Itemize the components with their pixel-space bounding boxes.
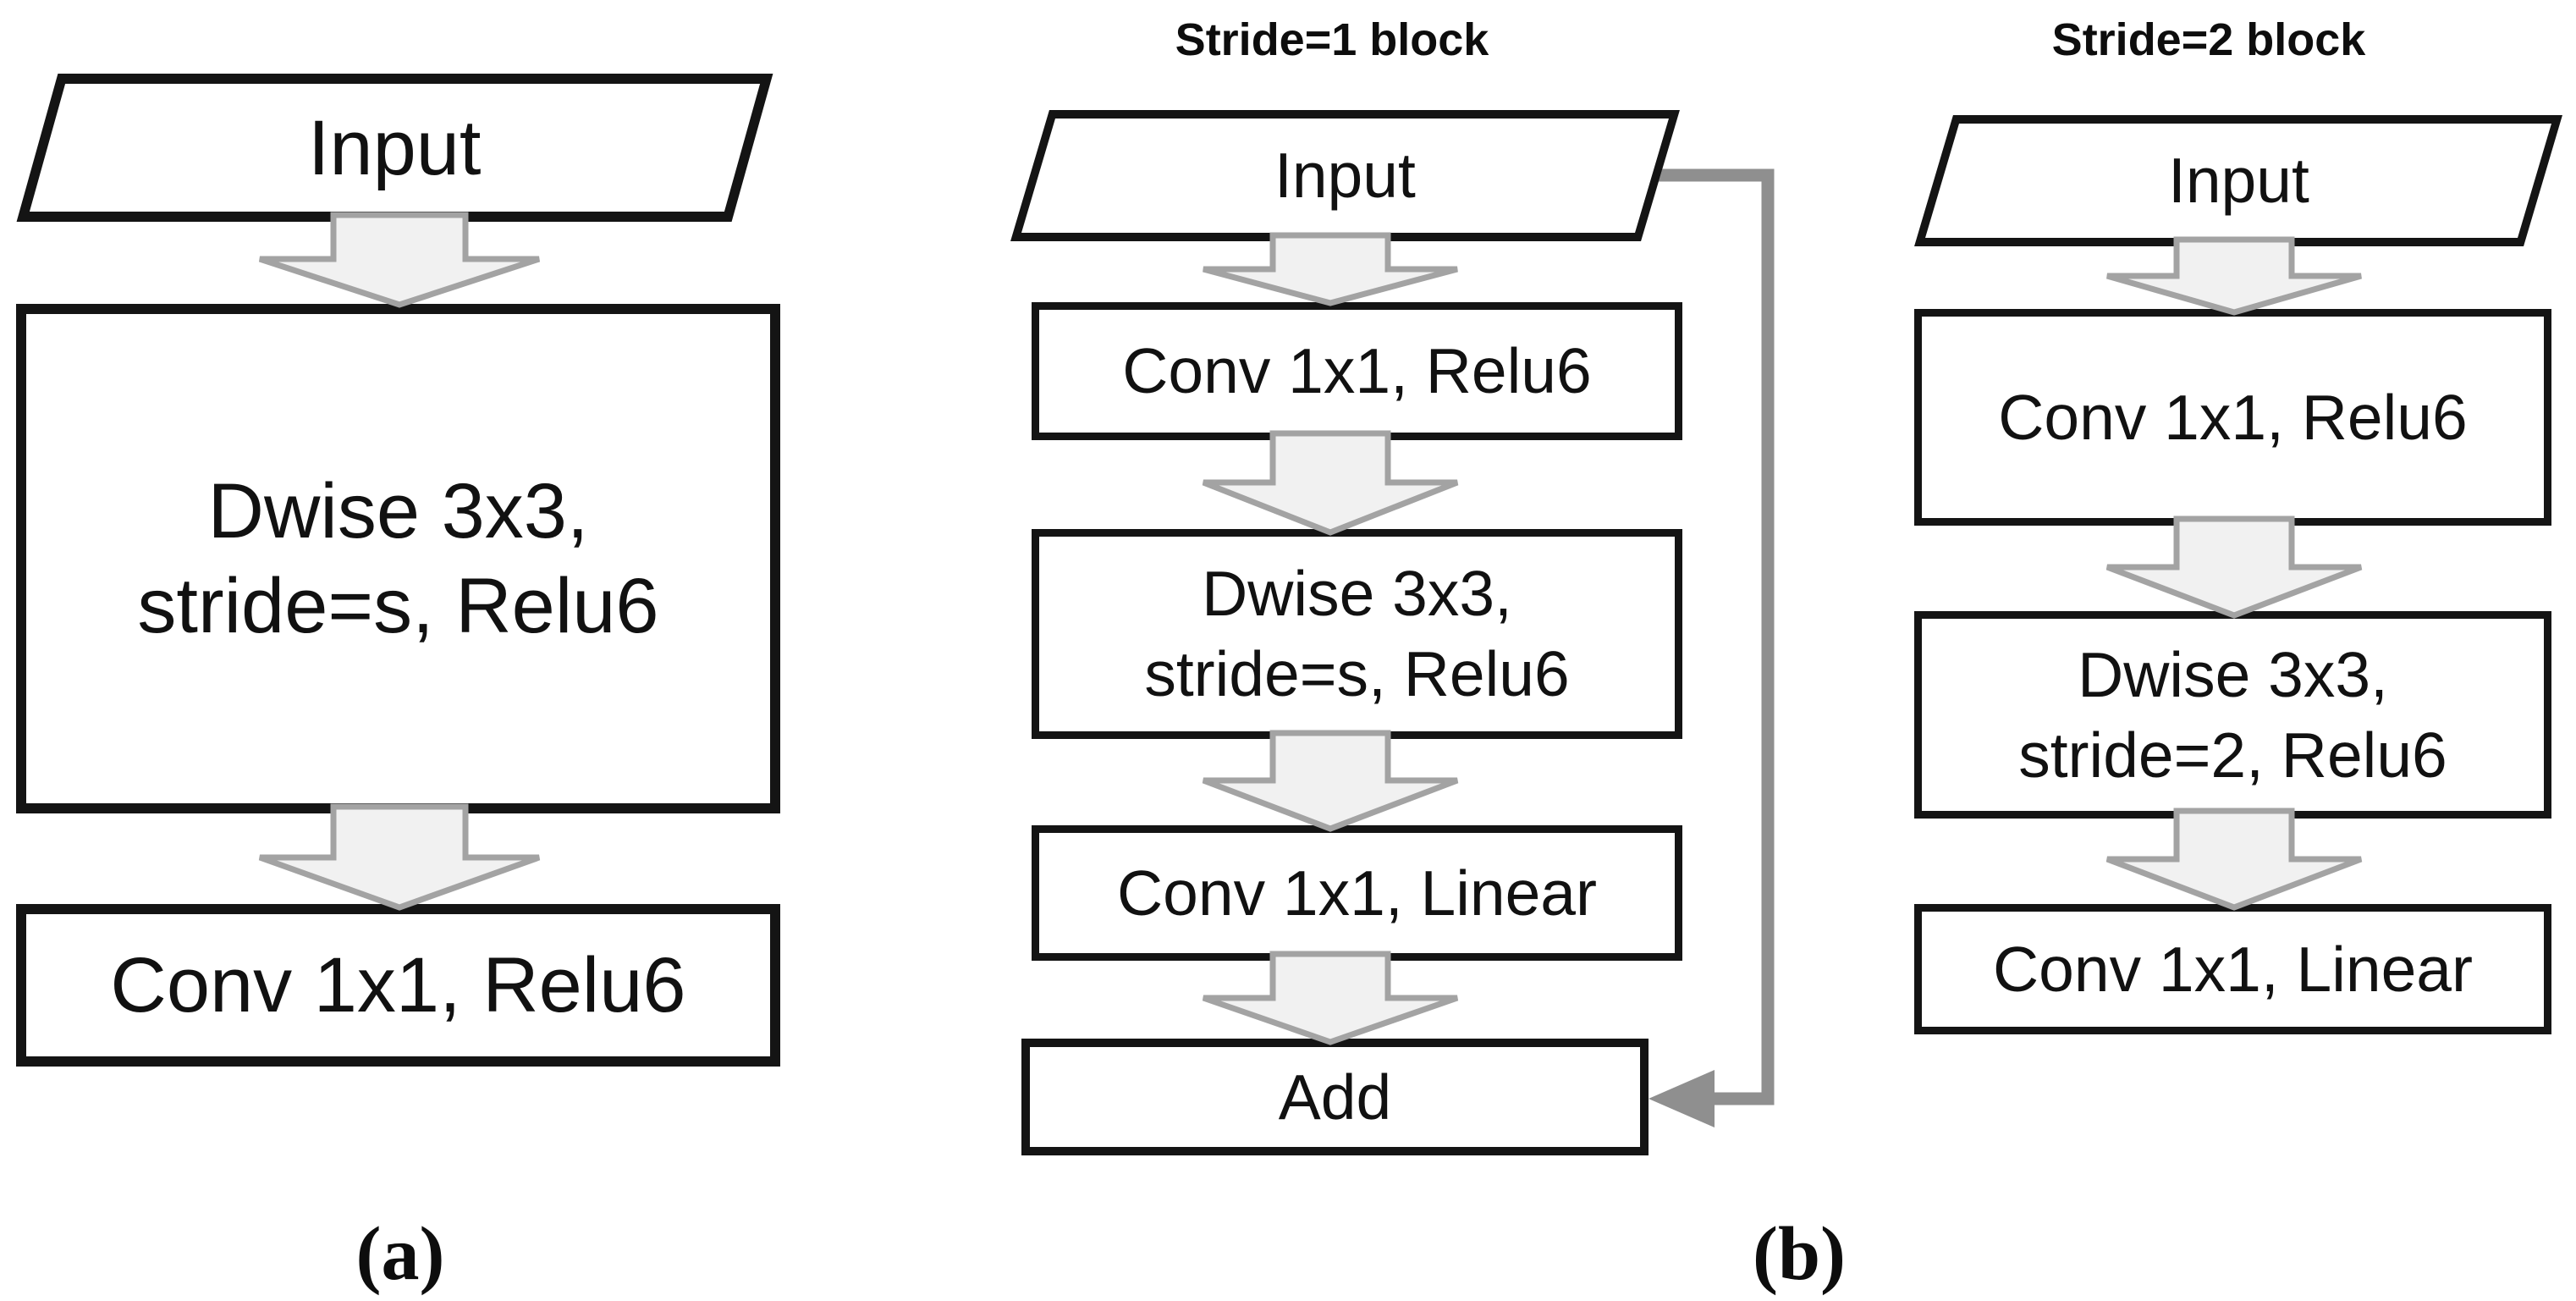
- stride1-input-parallelogram: Input: [1010, 110, 1680, 241]
- panel-a-dwise-line2: stride=s, Relu6: [137, 563, 659, 649]
- down-arrow-icon: [258, 212, 541, 308]
- caption-b: (b): [1753, 1212, 1846, 1296]
- panel-a-dwise-line1: Dwise 3x3,: [207, 468, 589, 554]
- down-arrow-icon: [1202, 951, 1459, 1045]
- stride1-conv2-label: Conv 1x1, Linear: [1116, 857, 1597, 929]
- down-arrow-icon: [2106, 236, 2362, 316]
- stride1-dwise-line2: stride=s, Relu6: [1144, 638, 1570, 709]
- panel-a-input-label: Input: [308, 104, 482, 191]
- stride2-dwise-box: Dwise 3x3, stride=2, Relu6: [1914, 611, 2551, 819]
- skip-arrowhead-icon: [1649, 1070, 1715, 1127]
- stride1-dwise-line1: Dwise 3x3,: [1202, 558, 1512, 629]
- stride1-conv1-box: Conv 1x1, Relu6: [1032, 302, 1682, 440]
- stride2-conv1-label: Conv 1x1, Relu6: [1998, 381, 2468, 453]
- down-arrow-icon: [258, 803, 541, 911]
- down-arrow-icon: [2105, 515, 2363, 619]
- panel-a-conv-label: Conv 1x1, Relu6: [110, 942, 686, 1028]
- stride2-input-parallelogram: Input: [1914, 115, 2562, 246]
- panel-a-input-parallelogram: Input: [16, 74, 773, 222]
- stride2-conv2-box: Conv 1x1, Linear: [1914, 904, 2551, 1034]
- stride1-dwise-box: Dwise 3x3, stride=s, Relu6: [1032, 529, 1682, 739]
- stride2-input-label: Input: [2167, 145, 2309, 216]
- panel-a-dwise-box: Dwise 3x3, stride=s, Relu6: [16, 304, 780, 813]
- stride1-add-label: Add: [1278, 1061, 1392, 1133]
- stride2-conv2-label: Conv 1x1, Linear: [1992, 933, 2473, 1005]
- down-arrow-icon: [1203, 232, 1458, 306]
- stride2-conv1-box: Conv 1x1, Relu6: [1914, 309, 2551, 526]
- down-arrow-icon: [1202, 430, 1459, 536]
- down-arrow-icon: [1202, 730, 1459, 832]
- stride2-title: Stride=2 block: [2051, 14, 2366, 65]
- stride2-dwise-line2: stride=2, Relu6: [2018, 719, 2447, 791]
- stride1-title: Stride=1 block: [1175, 14, 1489, 65]
- stride1-add-box: Add: [1021, 1039, 1649, 1155]
- stride1-input-label: Input: [1274, 140, 1416, 211]
- down-arrow-icon: [2105, 808, 2363, 911]
- stride2-dwise-line1: Dwise 3x3,: [2078, 638, 2388, 710]
- stride1-conv1-label: Conv 1x1, Relu6: [1122, 335, 1592, 406]
- caption-a: (a): [355, 1212, 445, 1296]
- panel-a-conv-box: Conv 1x1, Relu6: [16, 904, 780, 1067]
- stride1-conv2-box: Conv 1x1, Linear: [1032, 825, 1682, 961]
